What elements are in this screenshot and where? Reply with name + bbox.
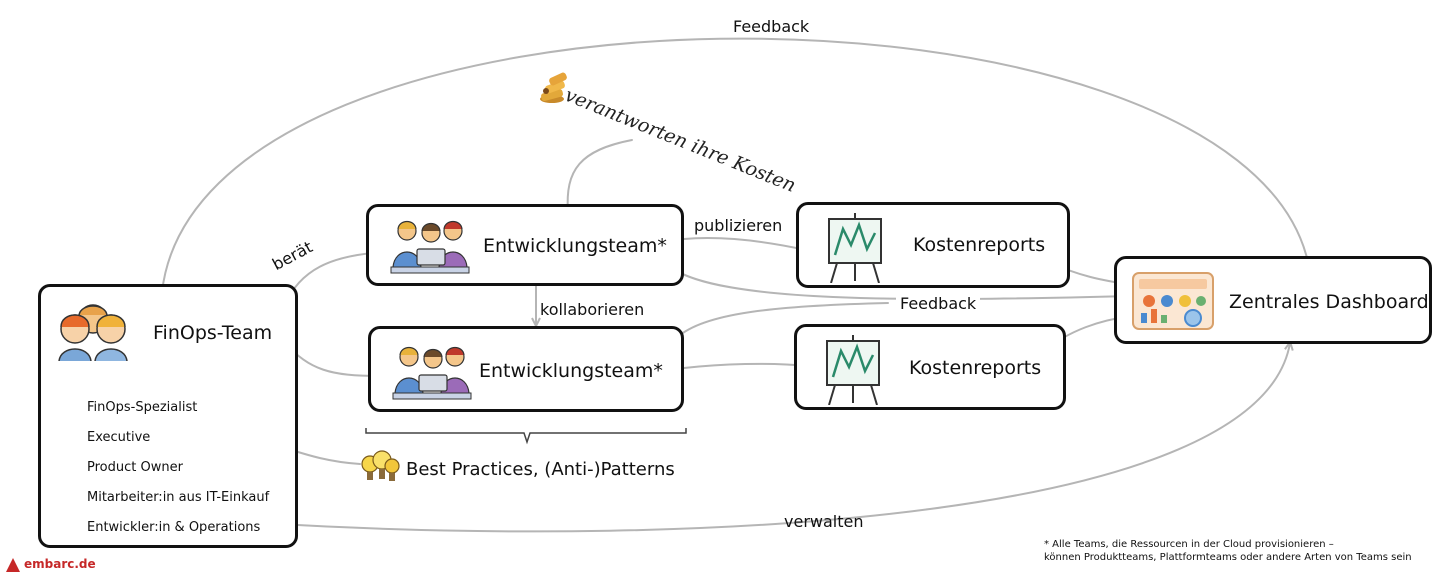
developers-laptop-icon (390, 220, 470, 274)
arrow-feedback-dev2 (674, 302, 889, 340)
reports-2-title: Kostenreports (909, 357, 1042, 379)
brace-dev-teams (365, 428, 687, 445)
role-item: Product Owner (87, 460, 183, 475)
chart-easel-icon (826, 335, 880, 405)
label-publizieren: publizieren (694, 216, 783, 235)
reports-box-1: Kostenreports (796, 202, 1070, 288)
dashboard-box: Zentrales Dashboard (1114, 256, 1432, 344)
label-kollaborieren: kollaborieren (540, 300, 645, 319)
logo-text: embarc.de (24, 557, 96, 571)
best-practices-label: Best Practices, (Anti-)Patterns (406, 459, 675, 480)
dev-team-box-1: Entwicklungsteam* (366, 204, 684, 286)
dev-team-2-title: Entwicklungsteam* (479, 360, 663, 382)
embarc-logo: embarc.de (6, 556, 116, 574)
arrow-verwalten (277, 343, 1290, 533)
arrow-publizieren (683, 237, 806, 250)
reports-box-2: Kostenreports (794, 324, 1066, 410)
lightbulbs-icon (361, 450, 400, 481)
arrow-dev2-reports2 (683, 364, 808, 368)
reports-1-title: Kostenreports (913, 234, 1046, 256)
developers-laptop-icon (392, 346, 472, 400)
dashboard-screen-icon (1132, 272, 1214, 330)
chart-easel-icon (828, 213, 882, 283)
role-item: Mitarbeiter:in aus IT-Einkauf (87, 490, 270, 505)
logo-triangle-icon (6, 558, 20, 572)
role-item: Entwickler:in & Operations (87, 520, 261, 535)
people-team-icon (58, 304, 128, 361)
dev-team-box-2: Entwicklungsteam* (368, 326, 684, 412)
role-item: FinOps-Spezialist (87, 400, 198, 415)
footnote-line-1: * Alle Teams, die Ressourcen in der Clou… (1044, 539, 1334, 550)
footnote-line-2: können Produktteams, Plattformteams oder… (1044, 552, 1412, 563)
dashboard-title: Zentrales Dashboard (1229, 291, 1429, 313)
arrow-feedback-top (162, 37, 1308, 292)
arrow-verantworten (568, 139, 633, 212)
label-feedback-top: Feedback (733, 17, 810, 36)
dev-team-1-title: Entwicklungsteam* (483, 235, 667, 257)
label-feedback-mid: Feedback (896, 294, 981, 313)
role-item: Executive (87, 430, 151, 445)
finops-team-title: FinOps-Team (153, 322, 273, 344)
label-verwalten: verwalten (784, 512, 864, 531)
arrow-feedback-dev1 (672, 268, 1133, 301)
arrow-finops-dev2 (284, 342, 380, 376)
finops-team-box: FinOps-Team FinOps-Spezialist Executive … (38, 284, 298, 548)
coins-stack-icon (540, 72, 567, 103)
